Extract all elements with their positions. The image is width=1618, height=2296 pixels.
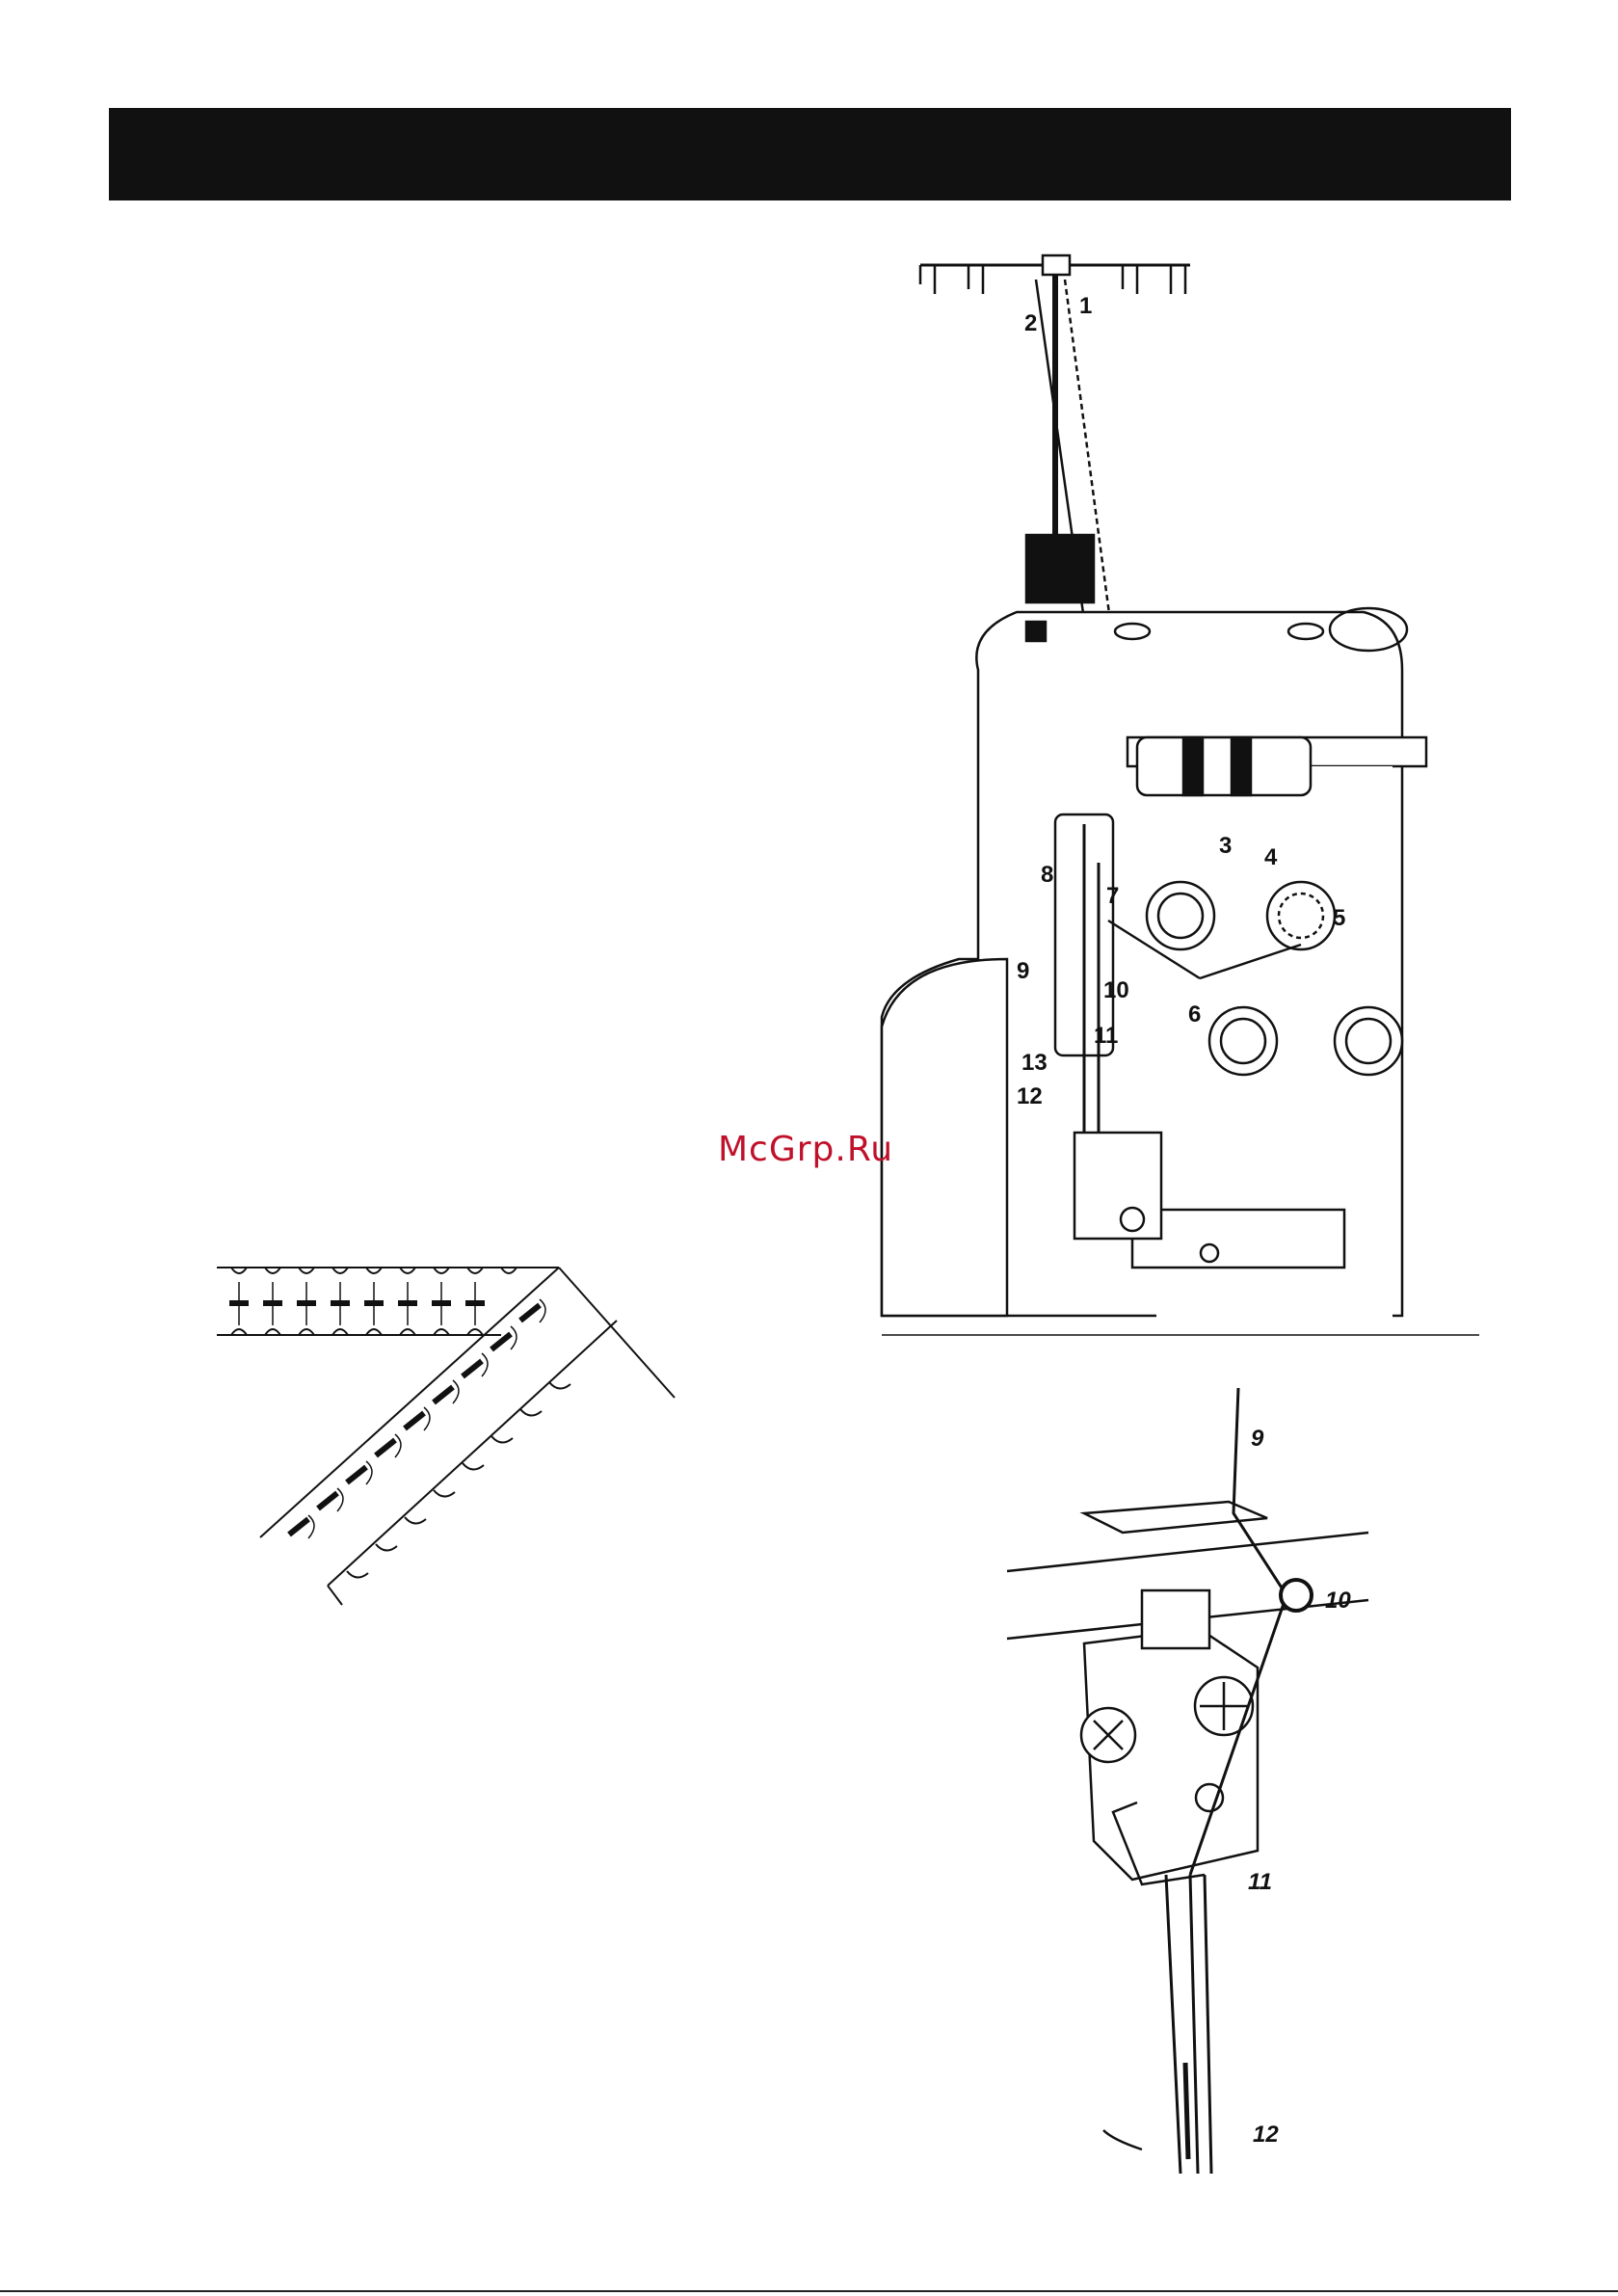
machine-callout-13: 13 [1021,1050,1048,1076]
bottom-rule [0,2290,1618,2292]
machine-callout-10: 10 [1103,977,1129,1003]
detail-callout-9: 9 [1251,1426,1264,1452]
detail-callout-11: 11 [1248,1869,1272,1895]
machine-callout-7: 7 [1106,883,1119,909]
machine-callout-3: 3 [1219,833,1232,859]
machine-callout-8: 8 [1041,862,1053,888]
machine-callout-9: 9 [1017,958,1029,984]
machine-callout-11: 11 [1094,1023,1118,1049]
machine-callout-4: 4 [1264,844,1278,870]
detail-callout-10: 10 [1325,1588,1351,1614]
watermark-text: McGrp.Ru [718,1130,893,1169]
detail-callout-12: 12 [1253,2122,1279,2148]
machine-callout-1: 1 [1079,293,1092,319]
machine-callout-2: 2 [1024,310,1037,336]
machine-callout-6: 6 [1188,1001,1201,1028]
machine-callout-12: 12 [1017,1083,1043,1109]
machine-callout-5: 5 [1333,905,1345,931]
stitch-sample-illustration [212,1253,694,1610]
machine-threading-illustration: 1 2 3 4 5 6 7 8 9 10 11 13 12 [862,246,1479,1345]
header-bar [109,108,1511,200]
needle-threading-detail-illustration: 9 10 11 12 [997,1388,1378,2174]
